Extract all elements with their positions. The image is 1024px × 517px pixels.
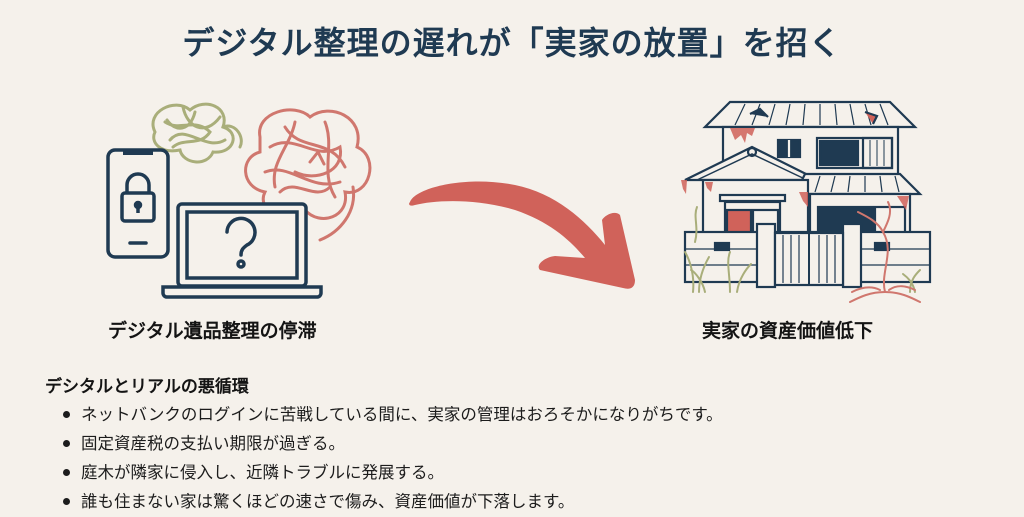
- bullet-item: ネットバンクのログインに苦戦している間に、実家の管理はおろそかになりがちです。: [63, 400, 805, 429]
- laptop-question-icon: [161, 202, 323, 299]
- dilapidated-house-icon: [681, 100, 932, 303]
- bullet-icon: [63, 498, 70, 505]
- right-caption: 実家の資産価値低下: [702, 320, 874, 342]
- bullet-item: 誰も住まない家は驚くほどの速さで傷み、資産価値が下落します。: [63, 487, 805, 516]
- section-heading: デシタルとリアルの悪循環: [45, 377, 249, 397]
- curved-arrow-icon: [409, 181, 635, 289]
- page-title: デジタル整理の遅れが「実家の放置」を招く: [182, 24, 842, 62]
- bullet-icon: [63, 440, 70, 447]
- dilapidated-house-illustration: [675, 92, 940, 307]
- transition-arrow: [395, 160, 655, 300]
- bullet-icon: [63, 469, 70, 476]
- bullet-list: ネットバンクのログインに苦戦している間に、実家の管理はおろそかになりがちです。 …: [45, 400, 805, 516]
- digital-devices-illustration: [95, 92, 395, 307]
- smartphone-lock-icon: [106, 148, 170, 259]
- bullet-item: 固定資産税の支払い期限が過ぎる。: [63, 429, 805, 458]
- bullet-icon: [63, 411, 70, 418]
- tangled-thread-icon: [151, 102, 243, 164]
- left-caption: デジタル遺品整理の停滞: [108, 320, 317, 342]
- vicious-cycle-section: デシタルとリアルの悪循環 ネットバンクのログインに苦戦している間に、実家の管理は…: [45, 372, 805, 516]
- bullet-item: 庭木が隣家に侵入し、近隣トラブルに発展する。: [63, 458, 805, 487]
